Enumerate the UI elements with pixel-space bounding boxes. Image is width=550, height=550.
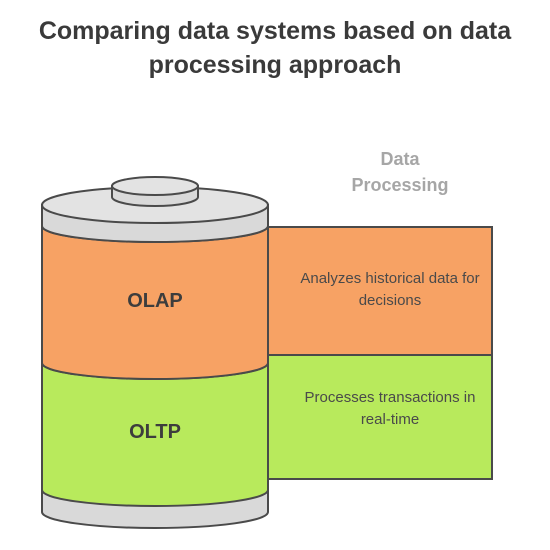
oltp-label: OLTP <box>129 421 181 443</box>
title-line-1: Comparing data systems based on data <box>38 17 512 45</box>
battery-terminal-top <box>111 176 199 196</box>
oltp-description: Processes transactions in real-time <box>304 389 476 428</box>
title-line-2: processing approach <box>148 51 402 79</box>
olap-description: Analyzes historical data for decisions <box>300 270 480 309</box>
page-title: Comparing data systems based on data pro… <box>0 14 550 82</box>
olap-label: OLAP <box>127 290 183 312</box>
side-label-line-1: Data <box>380 149 420 169</box>
side-label-line-2: Processing <box>351 175 449 195</box>
side-label: Data Processing <box>320 146 480 198</box>
